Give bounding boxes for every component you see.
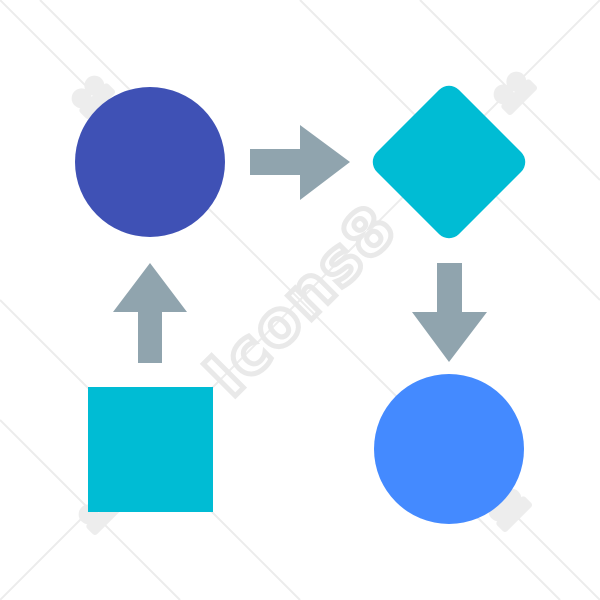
watermark-logo-icon bbox=[71, 75, 116, 120]
watermark-line bbox=[469, 509, 561, 600]
end-circle-node bbox=[374, 374, 524, 524]
decision-diamond-node bbox=[372, 85, 526, 239]
arrow-up-icon bbox=[113, 263, 187, 363]
arrow-down-icon bbox=[412, 263, 487, 362]
start-square-node bbox=[88, 387, 213, 512]
process-circle-node bbox=[75, 87, 225, 237]
watermark-logo-icon bbox=[493, 71, 538, 116]
watermark-line bbox=[39, 0, 131, 91]
arrow-right-icon bbox=[250, 125, 350, 200]
